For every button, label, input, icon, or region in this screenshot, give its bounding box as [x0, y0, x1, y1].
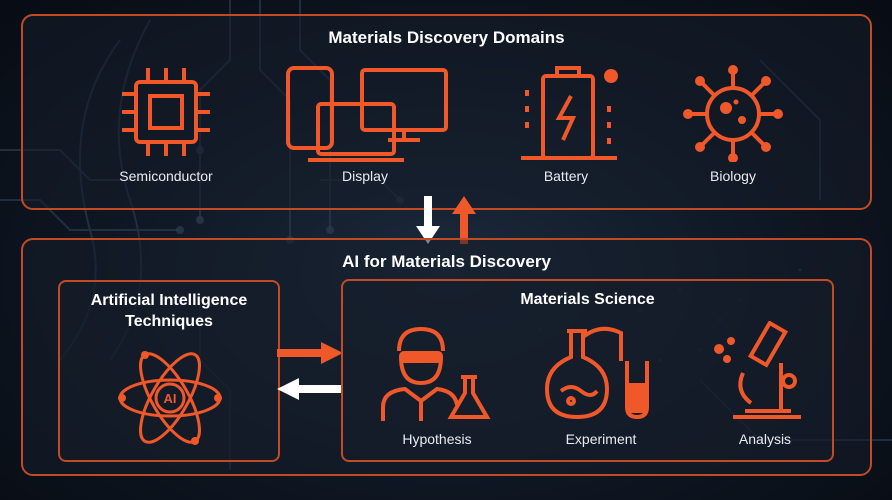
materials-science-title: Materials Science — [520, 291, 655, 308]
domain-biology: Biology — [674, 62, 792, 184]
domain-display: Display — [275, 62, 455, 184]
ai-discovery-title: AI for Materials Discovery — [342, 252, 551, 271]
science-hypothesis: Hypothesis — [377, 321, 497, 447]
display-label: Display — [342, 168, 388, 184]
domains-title: Materials Discovery Domains — [328, 28, 565, 47]
left-arrow-icon — [277, 378, 343, 400]
experiment-label: Experiment — [565, 431, 637, 447]
domains-panel: Materials Discovery Domains Semiconducto… — [21, 14, 872, 210]
scientist-icon — [381, 326, 491, 421]
materials-science-panel: Materials Science Hypothesis — [341, 279, 834, 462]
semiconductor-label: Semiconductor — [119, 168, 213, 184]
flask-icon — [544, 326, 649, 420]
right-arrow-icon — [277, 342, 343, 364]
up-arrow-icon — [452, 196, 476, 244]
battery-icon — [521, 66, 618, 160]
atom-ai-text: AI — [164, 391, 177, 406]
virus-icon — [683, 65, 783, 162]
biology-label: Biology — [710, 168, 756, 184]
atom-icon: AI — [118, 351, 222, 445]
chip-icon — [122, 68, 210, 156]
microscope-icon — [714, 321, 801, 419]
down-arrow-icon — [416, 196, 440, 244]
science-experiment: Experiment — [541, 321, 661, 447]
ai-techniques-title: Artificial Intelligence Techniques — [90, 292, 248, 330]
devices-icon — [286, 66, 448, 162]
ai-techniques-panel: Artificial Intelligence Techniques AI — [58, 280, 280, 462]
analysis-label: Analysis — [738, 431, 792, 447]
domain-semiconductor: Semiconductor — [111, 62, 221, 184]
hypothesis-label: Hypothesis — [402, 431, 472, 447]
science-analysis: Analysis — [705, 321, 825, 447]
domain-battery: Battery — [511, 62, 621, 184]
battery-label: Battery — [543, 168, 589, 184]
